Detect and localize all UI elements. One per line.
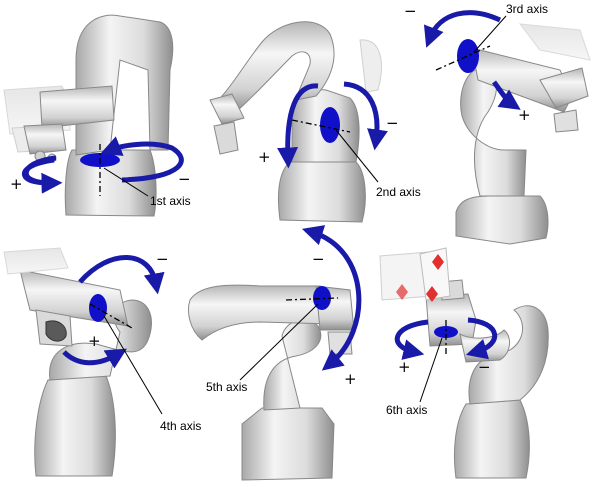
plus-sign-2: + (258, 148, 271, 166)
panel-6th-axis: + − 6th axis (379, 247, 549, 479)
rotation-arrow-4-bottom (62, 348, 128, 369)
axis-label-6: 6th axis (386, 403, 427, 417)
robot-6 (425, 279, 549, 479)
rotation-arrow-6-right (465, 317, 497, 360)
panel-4th-axis: − + 4th axis (3, 247, 201, 477)
plus-sign-1: + (10, 175, 23, 193)
rotation-arrow-3-top (423, 10, 502, 48)
minus-sign-5: − (312, 250, 325, 268)
axis-line-3 (435, 45, 491, 71)
axis-disk-6 (434, 326, 458, 338)
minus-sign-1: − (178, 170, 191, 188)
plus-sign-6: + (398, 358, 411, 376)
panel-2nd-axis: + − 2nd axis (209, 21, 421, 223)
axis-disk-2 (320, 107, 340, 143)
robot-2 (209, 21, 382, 223)
robot-1 (3, 14, 174, 217)
rotation-arrow-4-top (78, 255, 165, 295)
axis-label-3: 3rd axis (506, 2, 548, 16)
plus-sign-5: + (344, 370, 357, 388)
axis-disk-4 (89, 294, 107, 322)
plus-sign-3: + (518, 106, 531, 124)
minus-sign-6: − (478, 358, 491, 376)
playing-cards (379, 247, 451, 302)
axis-label-4: 4th axis (160, 419, 201, 433)
minus-sign-2: − (386, 114, 399, 132)
rotation-arrow-6-left (394, 319, 429, 360)
rotation-arrow-5 (301, 225, 362, 371)
plus-sign-4: + (88, 332, 101, 350)
axis-line-2 (291, 119, 351, 133)
panel-1st-axis: + − 1st axis (3, 14, 191, 217)
panel-5th-axis: − + 5th axis (188, 225, 362, 481)
rotation-arrow-2-left (277, 83, 319, 169)
robot-3 (455, 23, 591, 245)
axis-label-1: 1st axis (150, 194, 191, 208)
axis-label-5: 5th axis (206, 380, 247, 394)
minus-sign-4: − (156, 250, 169, 268)
axis-disk-3 (457, 39, 479, 73)
panel-3rd-axis: − + 3rd axis (404, 2, 591, 245)
minus-sign-3: − (404, 2, 417, 20)
axis-label-2: 2nd axis (376, 185, 421, 199)
rotation-arrow-3-bottom (491, 80, 521, 110)
rotation-arrow-2-right (343, 81, 388, 151)
axis-line-4 (89, 303, 133, 329)
